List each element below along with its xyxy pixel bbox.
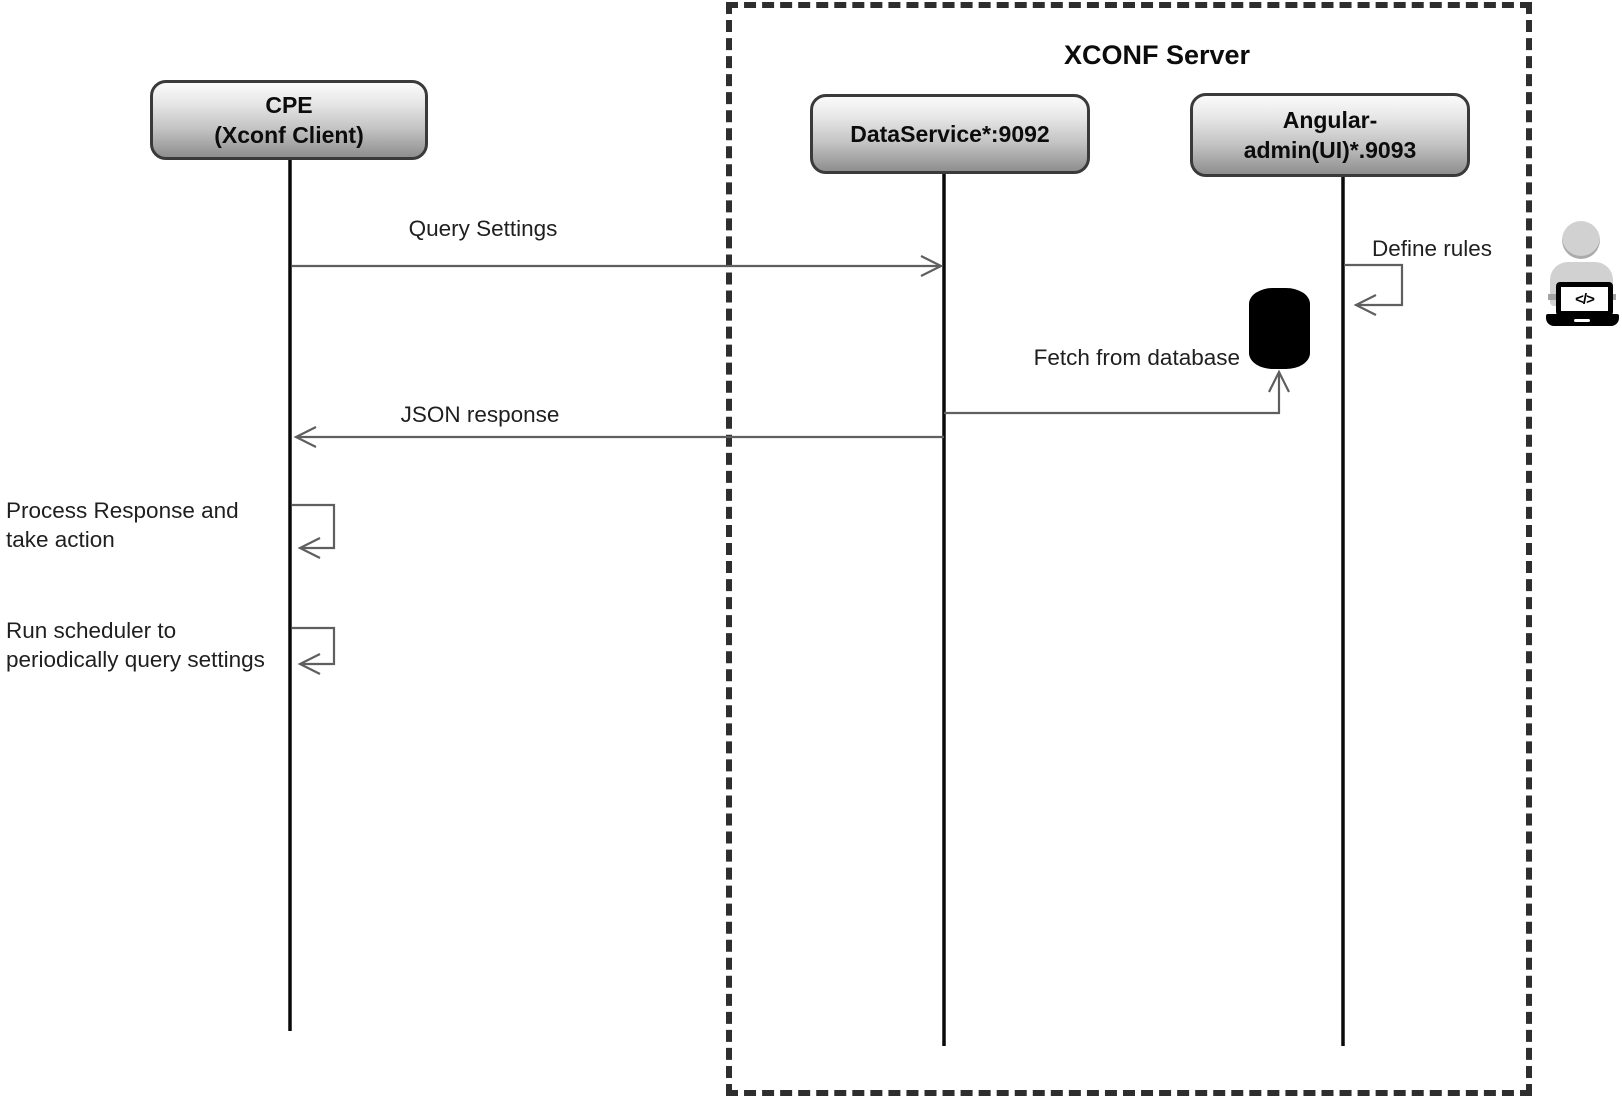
define-rules-label: Define rules (1372, 236, 1493, 261)
laptop-trackpad-icon (1574, 319, 1590, 322)
process-response-label-line2: take action (6, 527, 115, 552)
process-response-label: Process Response and take action (6, 496, 239, 554)
run-scheduler-self-arrow (292, 626, 336, 675)
actor-cpe-label-line1: CPE (265, 92, 313, 118)
xconf-server-title: XCONF Server (1063, 40, 1251, 70)
actor-dataservice-label: DataService*:9092 (850, 121, 1050, 147)
xconf-server-boundary (726, 2, 1532, 1096)
query-settings-label: Query Settings (408, 216, 558, 241)
actor-angular-admin: Angular- admin(UI)*.9093 (1190, 93, 1470, 177)
fetch-from-database-arrow (944, 369, 1290, 415)
fetch-from-database-label: Fetch from database (1033, 345, 1240, 370)
process-response-label-line1: Process Response and (6, 498, 239, 523)
run-scheduler-label-line2: periodically query settings (6, 647, 265, 672)
define-rules-self-arrow (1344, 263, 1404, 316)
developer-head-icon (1562, 221, 1600, 259)
actor-angular-admin-label-line1: Angular- (1282, 107, 1378, 133)
json-response-label: JSON response (400, 402, 560, 427)
run-scheduler-label: Run scheduler to periodically query sett… (6, 616, 265, 674)
process-response-self-arrow (292, 503, 336, 559)
laptop-icon: </> (1556, 282, 1613, 316)
developer-icon: </> (1540, 218, 1622, 330)
run-scheduler-label-line1: Run scheduler to (6, 618, 177, 643)
actor-cpe-label-line2: (Xconf Client) (214, 122, 364, 148)
database-icon (1249, 288, 1310, 369)
actor-angular-admin-label-line2: admin(UI)*.9093 (1243, 137, 1417, 163)
actor-cpe: CPE (Xconf Client) (150, 80, 428, 160)
actor-dataservice: DataService*:9092 (810, 94, 1090, 174)
